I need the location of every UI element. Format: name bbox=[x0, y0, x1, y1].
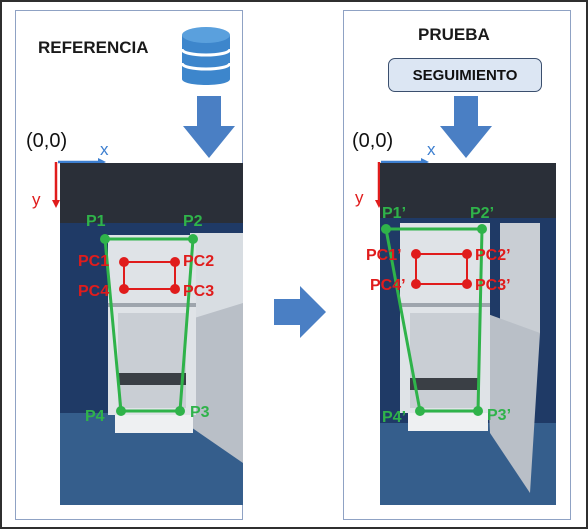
label-p1: P1 bbox=[86, 213, 106, 230]
test-y-axis-label: y bbox=[355, 188, 364, 207]
test-point-p2 bbox=[477, 224, 487, 234]
label-pc3: PC3 bbox=[183, 283, 214, 300]
reference-point-pc3 bbox=[170, 284, 180, 294]
reference-point-pc2 bbox=[170, 257, 180, 267]
reference-point-p4 bbox=[116, 406, 126, 416]
reference-point-p1 bbox=[100, 234, 110, 244]
right-arrow bbox=[274, 286, 326, 338]
down-arrow-test bbox=[440, 96, 492, 158]
reference-point-pc1 bbox=[119, 257, 129, 267]
database-icon bbox=[180, 27, 232, 85]
label-pc3-prime: PC3’ bbox=[475, 277, 511, 294]
label-pc1: PC1 bbox=[78, 253, 109, 270]
label-p4-prime: P4’ bbox=[382, 409, 406, 426]
reference-point-p2 bbox=[188, 234, 198, 244]
reference-point-p3 bbox=[175, 406, 185, 416]
test-origin-label: (0,0) bbox=[352, 130, 394, 152]
test-point-pc4 bbox=[411, 279, 421, 289]
label-p3-prime: P3’ bbox=[487, 407, 511, 424]
test-x-axis-label: x bbox=[427, 140, 436, 159]
label-pc4-prime: PC4’ bbox=[370, 277, 406, 294]
test-title: PRUEBA bbox=[418, 25, 490, 44]
label-p4: P4 bbox=[85, 408, 105, 425]
down-arrow-reference bbox=[183, 96, 235, 158]
label-pc1-prime: PC1’ bbox=[366, 247, 402, 264]
test-point-p4 bbox=[415, 406, 425, 416]
reference-origin-label: (0,0) bbox=[26, 130, 68, 152]
label-p2: P2 bbox=[183, 213, 203, 230]
label-p2-prime: P2’ bbox=[470, 205, 494, 222]
reference-y-axis-label: y bbox=[32, 190, 41, 209]
label-pc2: PC2 bbox=[183, 253, 214, 270]
test-point-pc3 bbox=[462, 279, 472, 289]
reference-point-pc4 bbox=[119, 284, 129, 294]
reference-title: REFERENCIA bbox=[38, 38, 149, 57]
seguimiento-box: SEGUIMIENTO bbox=[388, 58, 542, 92]
label-pc4: PC4 bbox=[78, 283, 109, 300]
label-p3: P3 bbox=[190, 404, 210, 421]
label-p1-prime: P1’ bbox=[382, 205, 406, 222]
test-point-p1 bbox=[381, 224, 391, 234]
test-point-pc1 bbox=[411, 249, 421, 259]
test-point-p3 bbox=[473, 406, 483, 416]
test-point-pc2 bbox=[462, 249, 472, 259]
reference-x-axis-label: x bbox=[100, 140, 109, 159]
label-pc2-prime: PC2’ bbox=[475, 247, 511, 264]
